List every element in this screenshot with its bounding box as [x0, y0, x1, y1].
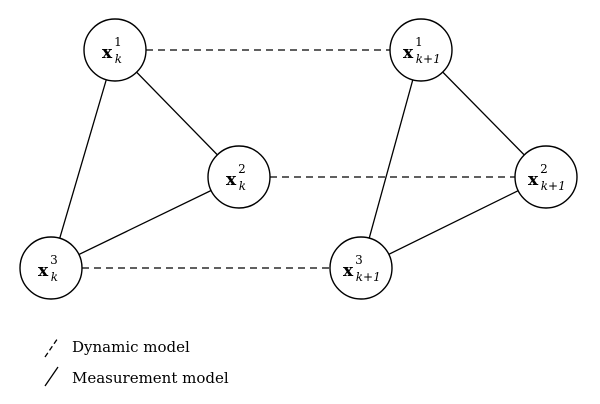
node-circle: [329, 236, 393, 300]
node-circle: [514, 145, 578, 209]
node-circle: [389, 18, 453, 82]
legend-measurement-label: Measurement model: [72, 369, 229, 387]
legend-dynamic-label: Dynamic model: [72, 338, 190, 356]
dashed-line-icon: [44, 337, 59, 358]
measurement-edge-k-13: [50, 49, 116, 269]
measurement-edge-k-23: [50, 176, 240, 269]
measurement-edge-k1-23: [360, 176, 547, 269]
legend: Dynamic model Measurement model: [44, 337, 229, 387]
legend-measurement: Measurement model: [44, 366, 229, 387]
measurement-edge-k1-13: [360, 49, 422, 269]
node-circle: [207, 145, 271, 209]
legend-dynamic: Dynamic model: [44, 337, 190, 358]
node-circle: [83, 18, 147, 82]
node-circle: [19, 236, 83, 300]
solid-line-icon: [44, 366, 59, 387]
